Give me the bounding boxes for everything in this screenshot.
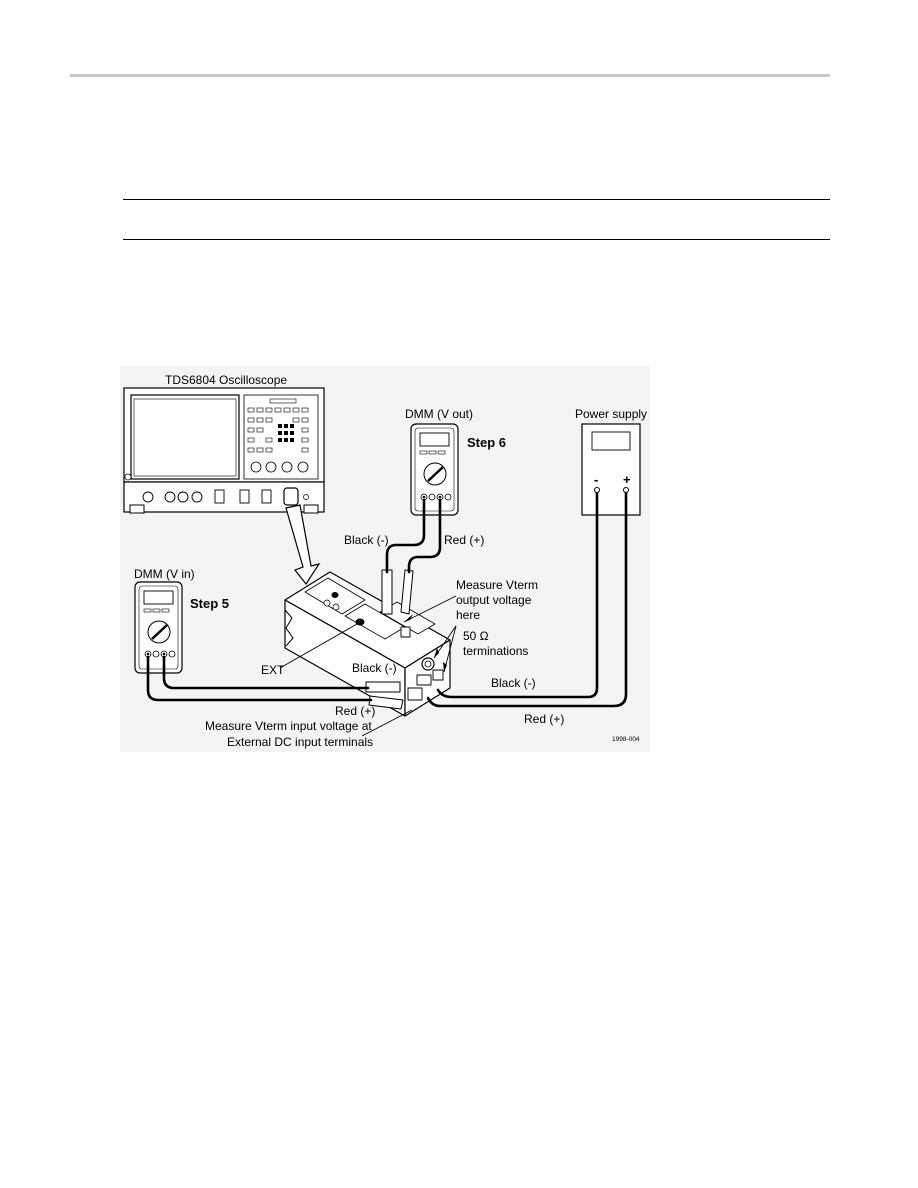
figure-id-label: 1998-004 — [612, 736, 640, 743]
black-minus-top-label: Black (-) — [344, 533, 389, 547]
dmm-vout — [410, 423, 459, 516]
dmm-vin-label: DMM (V in) — [134, 567, 195, 581]
scope-screen — [130, 394, 240, 480]
measure-input-line1: Measure Vterm input voltage at — [205, 719, 372, 733]
black-minus-mid-label: Black (-) — [352, 661, 397, 675]
oscilloscope — [123, 387, 325, 586]
dmm-vout-label: DMM (V out) — [405, 407, 473, 421]
header-rule — [70, 74, 830, 77]
red-plus-right-label: Red (+) — [524, 712, 564, 726]
terminations-line1: 50 Ω — [463, 629, 489, 643]
arrow-icon — [285, 504, 321, 586]
measure-input-line2: External DC input terminals — [227, 735, 373, 749]
ext-label: EXT — [261, 663, 285, 677]
step5-label: Step 5 — [190, 596, 229, 611]
leader-arrowheads — [404, 614, 447, 672]
red-plus-top-label: Red (+) — [444, 533, 484, 547]
measure-output-line3: here — [456, 608, 480, 622]
measure-output-line2: output voltage — [456, 593, 532, 607]
ps-plus-label: + — [623, 472, 631, 487]
power-supply-label: Power supply — [575, 407, 647, 421]
test-fixture — [284, 569, 451, 717]
note-rule-top — [123, 199, 830, 200]
measure-output-line1: Measure Vterm — [456, 578, 538, 592]
ps-minus-label: - — [594, 472, 598, 487]
note-rule-bottom — [123, 239, 830, 240]
power-supply — [581, 423, 641, 516]
black-minus-right-label: Black (-) — [491, 676, 536, 690]
oscilloscope-label: TDS6804 Oscilloscope — [165, 373, 287, 387]
dmm-vin — [134, 581, 183, 674]
step6-label: Step 6 — [467, 435, 506, 450]
terminations-line2: terminations — [463, 644, 528, 658]
red-plus-mid-label: Red (+) — [335, 704, 375, 718]
cables — [146, 491, 628, 708]
